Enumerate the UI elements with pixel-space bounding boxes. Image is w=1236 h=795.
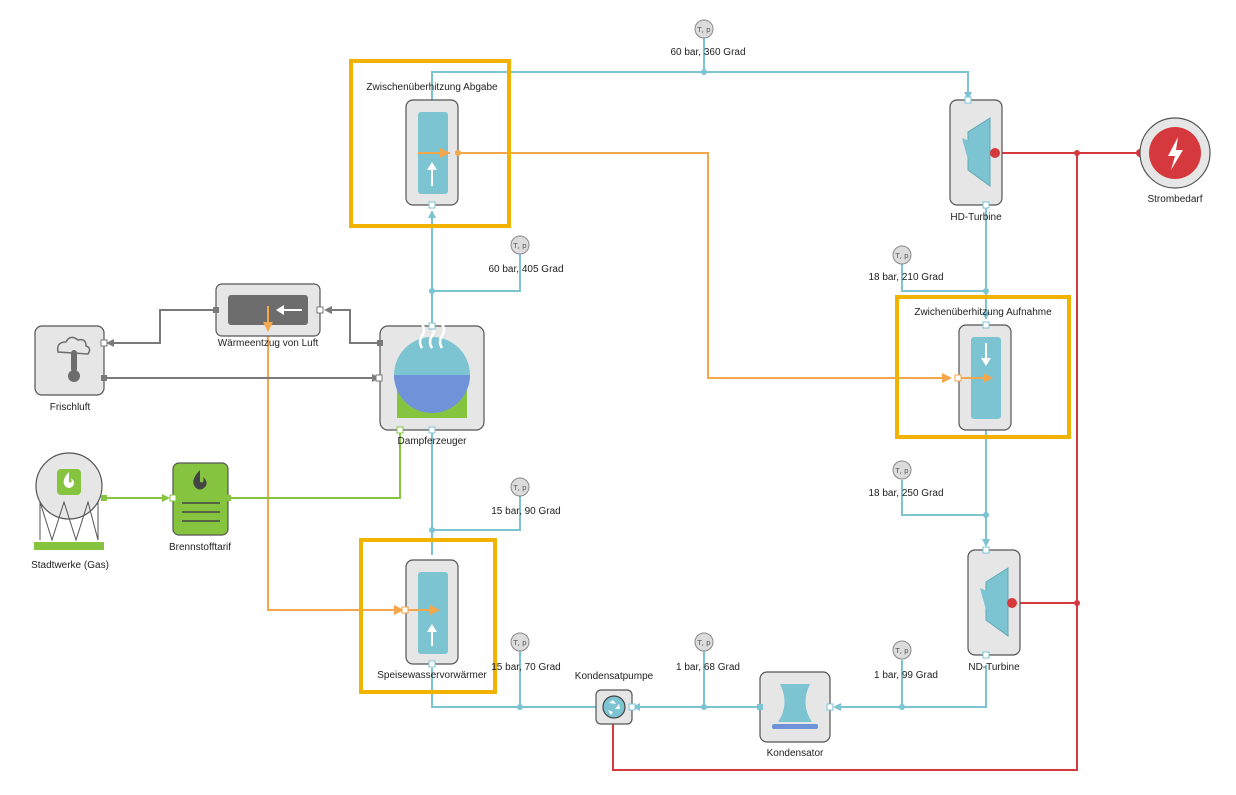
svg-text:T, p: T, p bbox=[512, 639, 527, 647]
air-lines bbox=[106, 306, 380, 382]
sensor-3-value: 18 bar, 210 Grad bbox=[868, 272, 944, 283]
frischluft-label: Frischluft bbox=[49, 402, 91, 413]
stadtwerke-gas[interactable] bbox=[34, 452, 107, 550]
hd-turbine-label: HD-Turbine bbox=[950, 212, 1002, 223]
strombedarf[interactable] bbox=[1139, 117, 1211, 189]
sensor-1-value: 60 bar, 360 Grad bbox=[670, 47, 746, 58]
flame-icon bbox=[63, 472, 75, 488]
sensor-4[interactable]: T, p bbox=[892, 460, 912, 480]
hx-zwischen-aufnahme-label: Zwichenüberhitzung Aufnahme bbox=[914, 307, 1052, 318]
brennstofftarif-label: Brennstofftarif bbox=[168, 542, 232, 553]
hx-zwischen-abgabe[interactable] bbox=[405, 99, 461, 209]
kondensator[interactable] bbox=[757, 671, 834, 743]
lightning-icon bbox=[1168, 137, 1183, 170]
highlight-frames bbox=[349, 59, 1071, 694]
svg-text:T, p: T, p bbox=[894, 252, 909, 260]
brennstofftarif[interactable] bbox=[169, 462, 231, 536]
pipe-steam-to-hd-turbine bbox=[431, 71, 972, 200]
sensor-7-value: 1 bar, 68 Grad bbox=[676, 662, 740, 673]
flame-icon bbox=[193, 470, 207, 490]
svg-text:T, p: T, p bbox=[894, 647, 909, 655]
frischluft[interactable] bbox=[34, 325, 108, 396]
sensor-7[interactable]: T, p bbox=[694, 632, 714, 652]
kondensatpumpe[interactable] bbox=[595, 689, 636, 725]
sensors: T, p T, p T, p T, p T, p T, p T, p T, p bbox=[510, 19, 912, 660]
heat-lines bbox=[267, 152, 952, 615]
hd-turbine[interactable] bbox=[949, 96, 1003, 209]
stadtwerke-label: Stadtwerke (Gas) bbox=[31, 560, 109, 571]
strombedarf-label: Strombedarf bbox=[1147, 194, 1203, 205]
dampferzeuger-label: Dampferzeuger bbox=[397, 436, 467, 447]
kondensatpumpe-label: Kondensatpumpe bbox=[574, 671, 654, 682]
pipe-nd-to-kondensator bbox=[833, 665, 987, 711]
water-pipes bbox=[428, 38, 990, 711]
nd-turbine-label: ND-Turbine bbox=[968, 662, 1020, 673]
pipe-pumpe-to-speisewasser bbox=[431, 668, 598, 708]
svg-text:T, p: T, p bbox=[696, 639, 711, 647]
hx-speisewasser[interactable] bbox=[401, 559, 459, 668]
svg-text:T, p: T, p bbox=[512, 242, 527, 250]
sensor-6-value: 15 bar, 70 Grad bbox=[491, 662, 561, 673]
cooling-tower-icon bbox=[778, 684, 812, 722]
electric-lines bbox=[612, 152, 1140, 771]
sensor-5-value: 15 bar, 90 Grad bbox=[491, 506, 561, 517]
sensor-3[interactable]: T, p bbox=[892, 245, 912, 265]
svg-text:T, p: T, p bbox=[696, 26, 711, 34]
sensor-4-value: 18 bar, 250 Grad bbox=[868, 488, 944, 499]
hx-speisewasser-label: Speisewasservorwärmer bbox=[377, 670, 487, 681]
hx-zwischen-abgabe-label: Zwischenüberhitzung Abgabe bbox=[366, 82, 498, 93]
waermeentzug[interactable] bbox=[213, 283, 324, 337]
sensor-8[interactable]: T, p bbox=[892, 640, 912, 660]
sensor-5[interactable]: T, p bbox=[510, 477, 530, 497]
sensor-2[interactable]: T, p bbox=[510, 235, 530, 255]
sensor-1[interactable]: T, p bbox=[694, 19, 714, 39]
waermeentzug-label: Wärmeentzug von Luft bbox=[217, 338, 319, 349]
sensor-8-value: 1 bar, 99 Grad bbox=[874, 670, 938, 681]
cloud-icon bbox=[56, 336, 91, 355]
sensor-2-value: 60 bar, 405 Grad bbox=[488, 264, 564, 275]
pipe-junctions bbox=[429, 69, 989, 710]
svg-text:T, p: T, p bbox=[512, 484, 527, 492]
kondensator-label: Kondensator bbox=[766, 748, 824, 759]
svg-text:T, p: T, p bbox=[894, 467, 909, 475]
hx-zwischen-aufnahme[interactable] bbox=[954, 321, 1012, 431]
pump-rotor-icon bbox=[608, 700, 620, 715]
nd-turbine[interactable] bbox=[967, 546, 1021, 659]
sensor-6[interactable]: T, p bbox=[510, 632, 530, 652]
thermometer-icon bbox=[71, 350, 77, 372]
dampferzeuger[interactable] bbox=[375, 322, 485, 434]
fuel-lines bbox=[104, 432, 401, 502]
